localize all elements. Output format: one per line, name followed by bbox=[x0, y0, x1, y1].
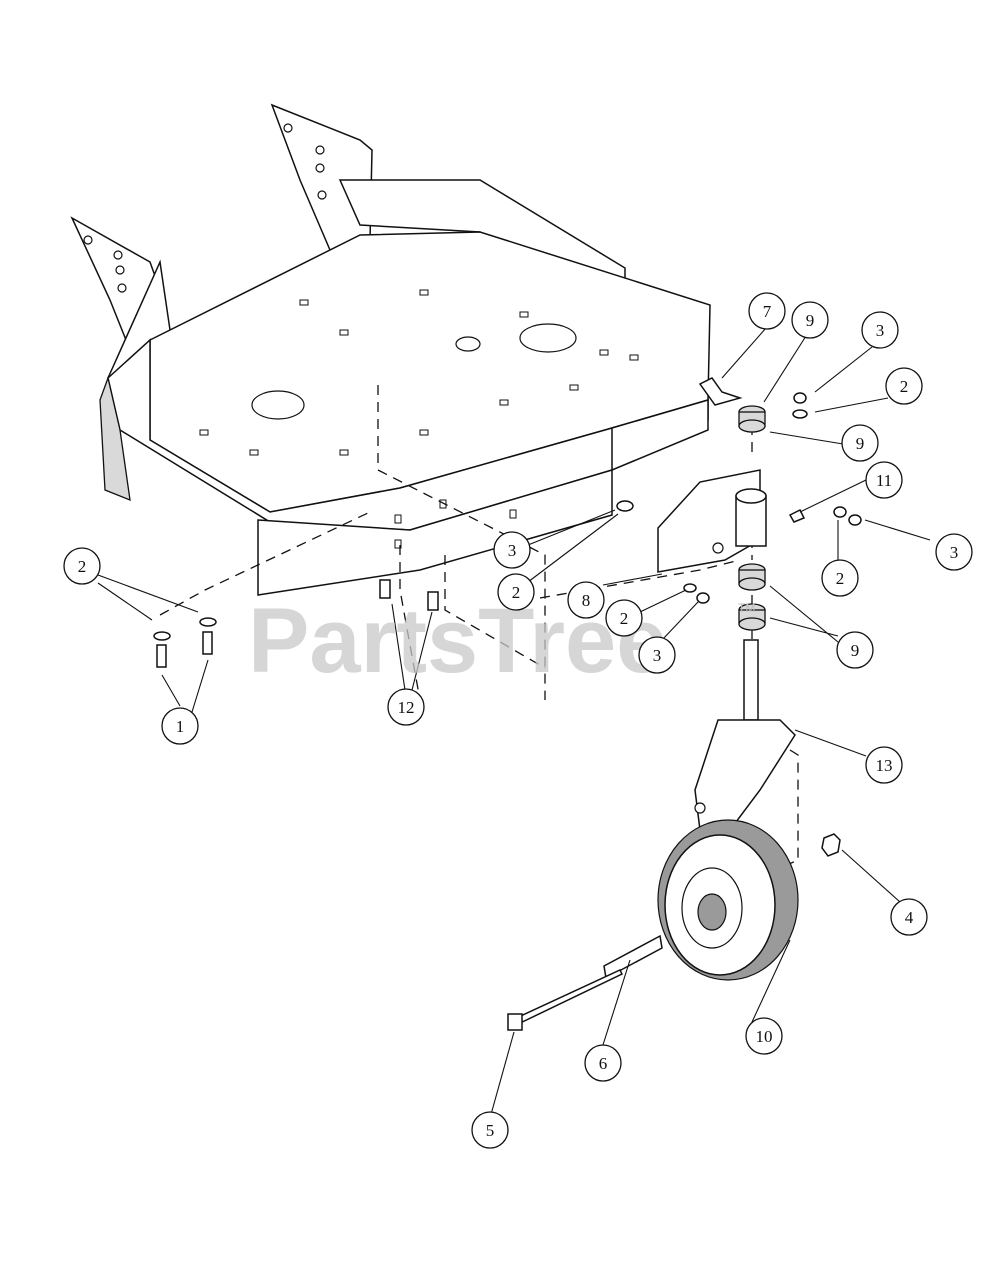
callouts: 1 2 12 7 9 3 2 9 11 3 2 3 2 8 2 3 bbox=[63, 292, 973, 1149]
svg-text:3: 3 bbox=[508, 541, 517, 560]
callout-10: 10 bbox=[745, 1017, 783, 1055]
svg-text:7: 7 bbox=[763, 302, 772, 321]
svg-text:8: 8 bbox=[582, 591, 591, 610]
watermark: PartsTree TM bbox=[248, 590, 755, 692]
svg-text:3: 3 bbox=[653, 646, 662, 665]
svg-text:2: 2 bbox=[78, 557, 87, 576]
callout-2: 2 bbox=[605, 599, 643, 637]
svg-text:4: 4 bbox=[905, 908, 914, 927]
callout-9: 9 bbox=[841, 424, 879, 462]
callout-9: 9 bbox=[836, 631, 874, 669]
callout-7: 7 bbox=[748, 292, 786, 330]
svg-text:6: 6 bbox=[599, 1054, 608, 1073]
svg-text:2: 2 bbox=[900, 377, 909, 396]
callout-3: 3 bbox=[493, 531, 531, 569]
svg-text:9: 9 bbox=[856, 434, 865, 453]
svg-text:5: 5 bbox=[486, 1121, 495, 1140]
callout-6: 6 bbox=[584, 1044, 622, 1082]
callout-12: 12 bbox=[387, 688, 425, 726]
callout-1: 1 bbox=[161, 707, 199, 745]
svg-text:12: 12 bbox=[398, 698, 415, 717]
svg-text:2: 2 bbox=[512, 583, 521, 602]
watermark-text: PartsTree bbox=[248, 590, 667, 692]
callout-2: 2 bbox=[821, 559, 859, 597]
svg-text:10: 10 bbox=[756, 1027, 773, 1046]
callout-8: 8 bbox=[567, 581, 605, 619]
left-hardware bbox=[153, 579, 439, 713]
svg-text:2: 2 bbox=[620, 609, 629, 628]
svg-text:2: 2 bbox=[836, 569, 845, 588]
svg-text:1: 1 bbox=[176, 717, 185, 736]
svg-text:13: 13 bbox=[876, 756, 893, 775]
svg-text:9: 9 bbox=[806, 311, 815, 330]
svg-text:11: 11 bbox=[876, 471, 892, 490]
svg-text:9: 9 bbox=[851, 641, 860, 660]
callout-9: 9 bbox=[791, 301, 829, 339]
callout-2: 2 bbox=[497, 573, 535, 611]
callout-2: 2 bbox=[63, 547, 101, 585]
caster-assembly bbox=[507, 377, 862, 1031]
watermark-trademark: TM bbox=[738, 601, 755, 615]
callout-3: 3 bbox=[935, 533, 973, 571]
mower-deck bbox=[70, 103, 711, 596]
callout-3: 3 bbox=[861, 311, 899, 349]
leader-lines bbox=[97, 327, 931, 1119]
callout-3: 3 bbox=[638, 636, 676, 674]
callout-2: 2 bbox=[885, 367, 923, 405]
svg-text:3: 3 bbox=[876, 321, 885, 340]
callout-5: 5 bbox=[471, 1111, 509, 1149]
callout-11: 11 bbox=[865, 461, 903, 499]
callout-4: 4 bbox=[890, 898, 928, 936]
callout-13: 13 bbox=[865, 746, 903, 784]
svg-text:3: 3 bbox=[950, 543, 959, 562]
